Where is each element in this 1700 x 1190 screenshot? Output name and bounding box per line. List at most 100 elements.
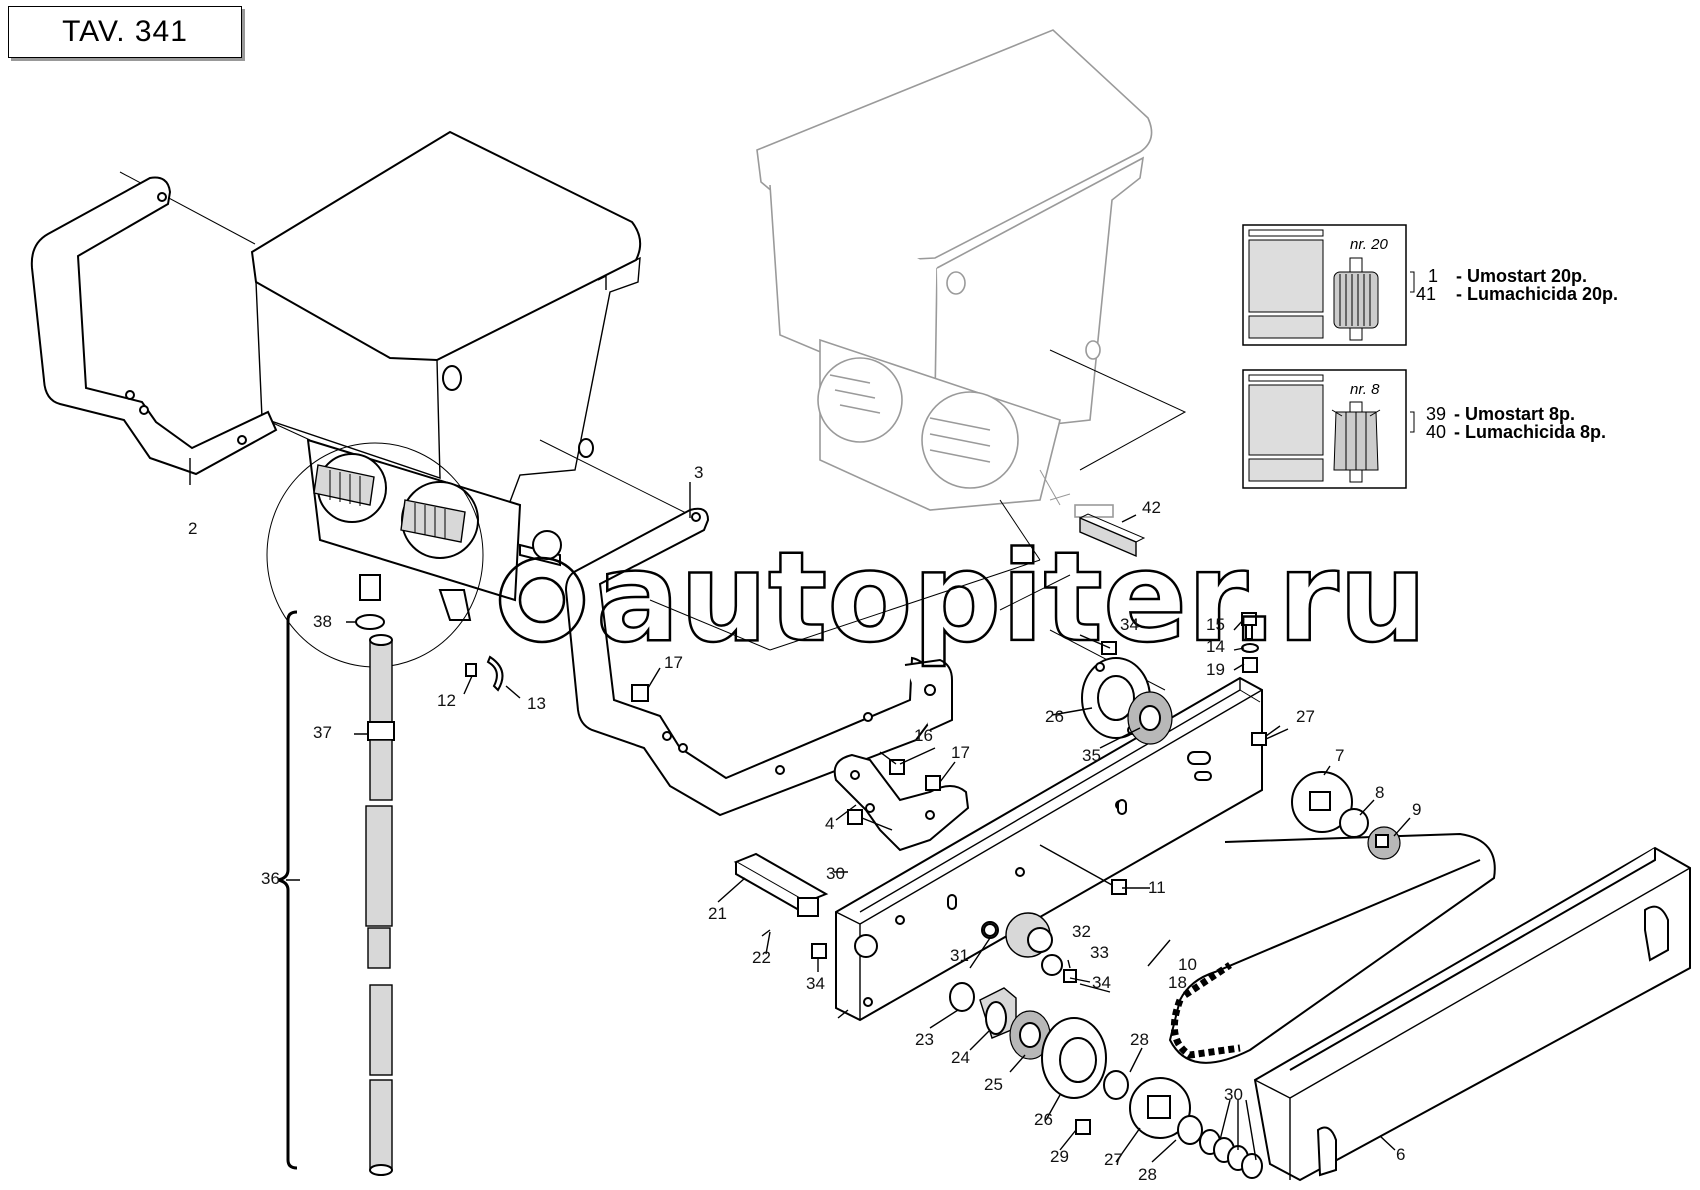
callout-30: 30 — [826, 864, 845, 883]
channel-18 — [835, 676, 1263, 1022]
watermark-logo-icon — [498, 556, 586, 644]
legend-panel-8: nr. 8 — [1242, 369, 1415, 489]
watermark: autopiter.ru — [596, 526, 1427, 670]
callout-9: 9 — [1412, 800, 1421, 819]
callout-29: 29 — [1050, 1147, 1069, 1166]
rotor-20-icon — [1333, 257, 1379, 341]
callout-34: 34 — [1092, 973, 1111, 992]
callout-25: 25 — [984, 1075, 1003, 1094]
panel-nr-20: nr. 20 — [1350, 236, 1388, 253]
nut-34-left — [811, 943, 827, 959]
callout-14: 14 — [1206, 637, 1225, 656]
legend-20-code-2: 41 — [1416, 284, 1436, 304]
chain-10 — [1168, 832, 1496, 1064]
main-hopper — [250, 130, 642, 621]
bracket-2 — [30, 176, 278, 476]
callout-27: 27 — [1104, 1150, 1123, 1169]
circlip-28-top — [1103, 1070, 1129, 1100]
sleeve-24 — [979, 987, 1017, 1039]
nut-17 — [925, 775, 941, 791]
callout-31: 31 — [950, 946, 969, 965]
sprocket-29 — [1129, 1077, 1191, 1139]
bracket-3 — [564, 507, 953, 817]
part-38 — [355, 614, 385, 630]
bolt-11 — [1039, 844, 1127, 895]
callout-32: 32 — [1072, 922, 1091, 941]
callout-26: 26 — [1045, 707, 1064, 726]
callout-23: 23 — [915, 1030, 934, 1049]
legend-panel-20: nr. 20 — [1242, 224, 1415, 346]
nut-17-top — [631, 684, 649, 702]
drive-shaft — [365, 634, 395, 1176]
callout-12: 12 — [437, 691, 456, 710]
bearing-35 — [1127, 691, 1173, 745]
callout-16: 16 — [914, 726, 933, 745]
callout-28: 28 — [1138, 1165, 1157, 1184]
pin-22 — [761, 929, 771, 937]
washer-31 — [983, 923, 997, 937]
shaft-42 — [1079, 513, 1146, 558]
sprocket-7 — [1291, 771, 1353, 833]
circlip-28-bottom — [1177, 1115, 1203, 1145]
panel-nr-8: nr. 8 — [1350, 381, 1380, 398]
callout-34: 34 — [806, 974, 825, 993]
callout-27: 27 — [1296, 707, 1315, 726]
bolt-16 — [879, 751, 905, 775]
callout-4: 4 — [825, 814, 834, 833]
callout-10: 10 — [1178, 955, 1197, 974]
bolt-27-top — [1251, 728, 1289, 746]
part-13 — [486, 655, 504, 692]
callout-19: 19 — [1206, 660, 1225, 679]
chain-cover-6 — [1253, 846, 1691, 1182]
legend-8-name-1: - Umostart 8p. — [1454, 404, 1575, 424]
part-12 — [465, 663, 477, 677]
callout-38: 38 — [313, 612, 332, 631]
circlip-23 — [949, 982, 975, 1012]
bushing-8 — [1339, 808, 1369, 838]
legend-8-name-2: - Lumachicida 8p. — [1454, 422, 1606, 442]
washer-33 — [1041, 954, 1063, 976]
bolt-27-bottom — [1075, 1119, 1091, 1135]
callout-21: 21 — [708, 904, 727, 923]
ghost-hopper — [756, 29, 1153, 518]
legend-8-code-2: 40 — [1426, 422, 1446, 442]
callout-37: 37 — [313, 723, 332, 742]
callout-6: 6 — [1396, 1145, 1405, 1164]
nut-34-right — [1063, 969, 1077, 983]
callout-26: 26 — [1034, 1110, 1053, 1129]
spacers-30 — [1199, 1129, 1263, 1179]
callout-11: 11 — [1148, 878, 1166, 897]
shaft-assembly-brace — [277, 610, 298, 1170]
callout-30: 30 — [1224, 1085, 1243, 1104]
callout-22: 22 — [752, 948, 771, 967]
callout-17: 17 — [664, 653, 683, 672]
callout-42: 42 — [1142, 498, 1161, 517]
callout-8: 8 — [1375, 783, 1384, 802]
callout-33: 33 — [1090, 943, 1109, 962]
callout-17: 17 — [951, 743, 970, 762]
callout-2: 2 — [188, 519, 197, 538]
bolt-15 — [1241, 612, 1257, 640]
hub-9 — [1367, 826, 1401, 860]
callout-28: 28 — [1130, 1030, 1149, 1049]
callout-3: 3 — [694, 463, 703, 482]
callout-15: 15 — [1206, 615, 1225, 634]
rotor-8-icon — [1331, 401, 1381, 483]
legend-8-code-1: 39 — [1426, 404, 1446, 424]
legend-20-code-1: 1 — [1428, 266, 1438, 286]
drawing-title: TAV. 341 — [8, 6, 242, 58]
callout-18: 18 — [1168, 973, 1187, 992]
callout-34: 34 — [1120, 615, 1139, 634]
callout-7: 7 — [1335, 746, 1344, 765]
bolt-30 — [847, 809, 893, 831]
legend-20-name-1: - Umostart 20p. — [1456, 266, 1587, 286]
bearing-25 — [1009, 1010, 1051, 1060]
callout-36: 36 — [261, 869, 280, 888]
callout-35: 35 — [1082, 746, 1101, 765]
stub-shaft-21 — [733, 852, 829, 917]
bushing-32 — [1005, 912, 1053, 958]
callout-24: 24 — [951, 1048, 970, 1067]
legend-20-name-2: - Lumachicida 20p. — [1456, 284, 1618, 304]
